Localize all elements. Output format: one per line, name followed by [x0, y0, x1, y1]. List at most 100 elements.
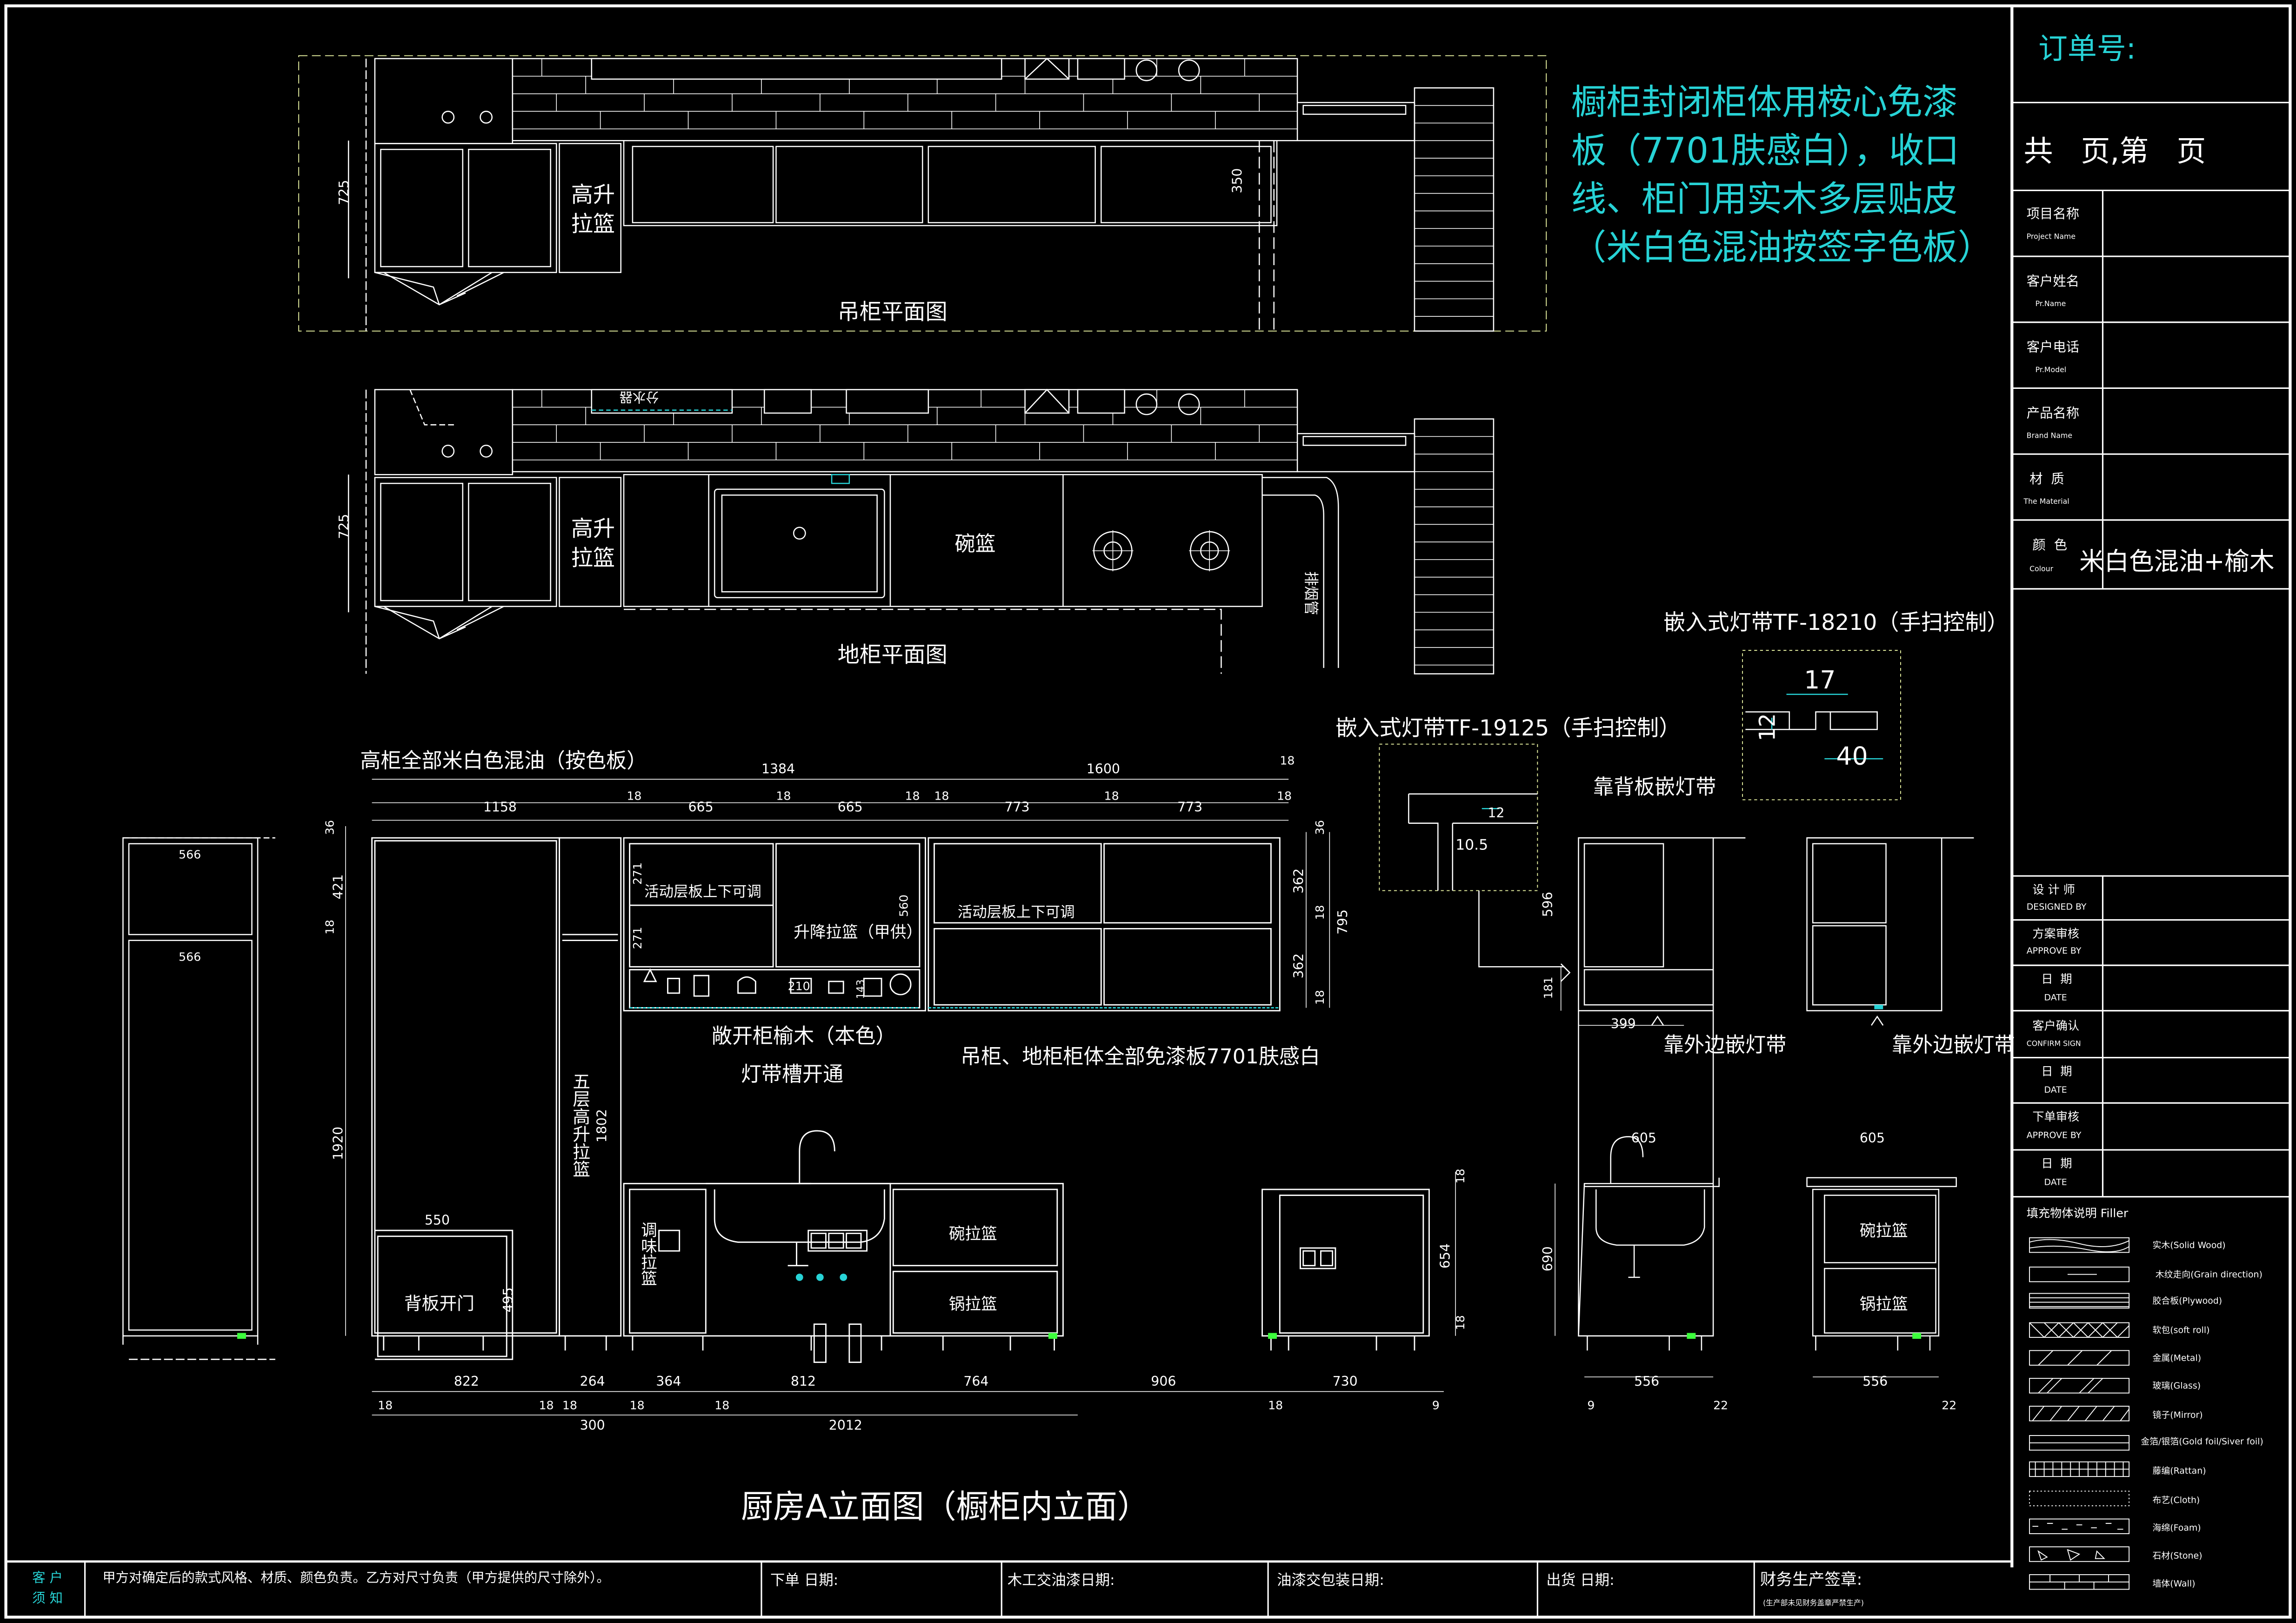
dim-210: 210: [788, 980, 810, 993]
dim-906: 906: [1151, 1374, 1176, 1389]
base-cabinet-plan: [347, 388, 1495, 675]
dim-264: 264: [580, 1374, 605, 1389]
legend-label-3: 软包(soft roll): [2153, 1325, 2210, 1336]
base-plan-tall-basket-1: 高升: [571, 516, 615, 541]
wall-plan-dim-725: 725: [336, 180, 352, 205]
legend-title: 填充物体说明 Filler: [2027, 1207, 2129, 1220]
dim-1802: 1802: [594, 1109, 609, 1142]
dim-right-36: 36: [1313, 820, 1327, 835]
side-tall-cabinet: [122, 837, 275, 1360]
legend-label-12: 墙体(Wall): [2153, 1578, 2196, 1589]
open-cabinet-note-2: 灯带槽开通: [741, 1062, 843, 1086]
dim-773a: 773: [1005, 799, 1030, 815]
dim-421: 421: [331, 874, 346, 899]
woodwork-date-label: 木工交油漆日期:: [1008, 1572, 1115, 1589]
side-tall-dim-566a: 566: [179, 848, 201, 861]
dim-362b: 362: [1291, 953, 1307, 978]
dim-271b: 271: [631, 927, 644, 949]
order-review-label-en: APPROVE BY: [2027, 1130, 2082, 1141]
finance-sign-label: 财务生产签章:: [1760, 1570, 1862, 1589]
material-note-line-2: 板（7701肤感白），收口: [1571, 130, 1959, 171]
cyan-accents: [237, 1273, 1277, 1339]
dim-730: 730: [1333, 1374, 1358, 1389]
designed-by-label: 设 计 师: [2032, 883, 2075, 896]
main-elevation: [345, 779, 1456, 1416]
legend-label-10: 海绵(Foam): [2153, 1523, 2201, 1533]
customer-notice-label-1: 客 户: [32, 1570, 63, 1585]
dim-right-18c: 18: [1454, 1169, 1467, 1183]
legend-label-9: 布艺(Cloth): [2153, 1495, 2200, 1505]
date-label-3: 日 期: [2041, 1157, 2072, 1170]
back-panel-led-note: 靠背板嵌灯带: [1593, 775, 1716, 799]
dim-top-18b: 18: [776, 789, 791, 802]
side-dim-556b: 556: [1862, 1374, 1888, 1389]
side-dim-605a: 605: [1631, 1130, 1656, 1146]
legend-label-5: 玻璃(Glass): [2153, 1381, 2201, 1391]
pot-basket-note: 锅拉篮: [949, 1295, 997, 1314]
confirm-sign-label: 客户确认: [2032, 1019, 2079, 1033]
dim-bottom-18a: 18: [378, 1398, 393, 1412]
dim-bottom-18b: 18: [539, 1398, 554, 1412]
dim-300: 300: [580, 1417, 605, 1433]
dim-left-18: 18: [323, 920, 337, 935]
customer-name-label-en: Pr.Name: [2036, 299, 2066, 308]
elevation-title: 厨房A立面图（橱柜内立面）: [741, 1488, 1149, 1525]
dim-665b: 665: [838, 799, 863, 815]
dim-right-18d: 18: [1454, 1315, 1467, 1330]
dim-1384: 1384: [761, 761, 795, 777]
five-layer-basket-note: 五层高升拉篮: [570, 1072, 590, 1178]
open-cabinet-note-1: 敞开柜榆木（本色）: [712, 1024, 896, 1048]
approve-by-label-en: APPROVE BY: [2027, 946, 2082, 956]
dim-top-18a: 18: [627, 789, 641, 802]
dim-773b: 773: [1177, 799, 1202, 815]
ship-date-label: 出货 日期:: [1546, 1572, 1614, 1589]
dim-822: 822: [454, 1374, 479, 1389]
date-label-1: 日 期: [2041, 972, 2072, 986]
dim-560: 560: [897, 895, 911, 917]
dim-bottom-18d: 18: [630, 1398, 645, 1412]
lift-basket-note: 升降拉篮（甲供）: [794, 923, 922, 942]
order-no-label: 订单号:: [2038, 32, 2136, 66]
led-detail-1-dim-b: 12: [1755, 713, 1780, 741]
dim-812: 812: [791, 1374, 816, 1389]
wall-cabinet-plan: [298, 55, 1547, 332]
dim-right-18b: 18: [1313, 990, 1327, 1005]
led-detail-2: [1379, 743, 1571, 982]
fill-legend: [2029, 1237, 2130, 1590]
material-note-line-1: 橱柜封闭柜体用桉心免漆: [1571, 82, 1958, 123]
dim-top-18e: 18: [1104, 789, 1119, 802]
confirm-sign-label-en: CONFIRM SIGN: [2027, 1039, 2081, 1048]
material-label: 材 质: [2029, 471, 2064, 487]
base-plan-exhaust-pipe: 排烟管: [1302, 571, 1319, 615]
legend-label-6: 镜子(Mirror): [2153, 1410, 2203, 1420]
led-detail-1: [1742, 650, 1901, 801]
date-label-2-en: DATE: [2044, 1085, 2067, 1095]
dim-left-36: 36: [323, 820, 337, 835]
product-name-label-en: Brand Name: [2027, 431, 2072, 440]
adjustable-shelf-note-2: 活动层板上下可调: [958, 904, 1075, 921]
dim-top-18f: 18: [1277, 789, 1292, 802]
side-dim-181: 181: [1542, 977, 1555, 999]
dim-top-18d: 18: [934, 789, 949, 802]
led-strip-callout-1: 嵌入式灯带TF-18210（手扫控制）: [1663, 610, 2009, 635]
wall-plan-title: 吊柜平面图: [838, 299, 948, 325]
dim-1920: 1920: [331, 1127, 346, 1160]
side-dim-690: 690: [1540, 1246, 1555, 1271]
side-section-2: [1806, 837, 1974, 1377]
side-dim-22a: 22: [1713, 1398, 1728, 1412]
dim-495: 495: [501, 1287, 516, 1312]
led-detail-2-dim-a: 12: [1488, 805, 1504, 821]
material-label-en: The Material: [2023, 497, 2069, 506]
approve-by-label: 方案审核: [2032, 927, 2079, 940]
spice-basket-note: 调味拉篮: [638, 1222, 656, 1286]
wall-plan-tall-basket-2: 拉篮: [571, 212, 615, 237]
side-dim-399: 399: [1611, 1016, 1636, 1032]
product-name-label: 产品名称: [2027, 405, 2079, 421]
customer-notice-text: 甲方对确定后的款式风格、材质、颜色负责。乙方对尺寸负责（甲方提供的尺寸除外）。: [102, 1570, 609, 1585]
side-dim-9: 9: [1587, 1398, 1595, 1412]
base-plan-bowl-basket: 碗篮: [954, 532, 995, 556]
legend-label-0: 实木(Solid Wood): [2153, 1240, 2226, 1250]
order-review-label: 下单审核: [2032, 1110, 2079, 1123]
dim-271a: 271: [631, 862, 644, 885]
